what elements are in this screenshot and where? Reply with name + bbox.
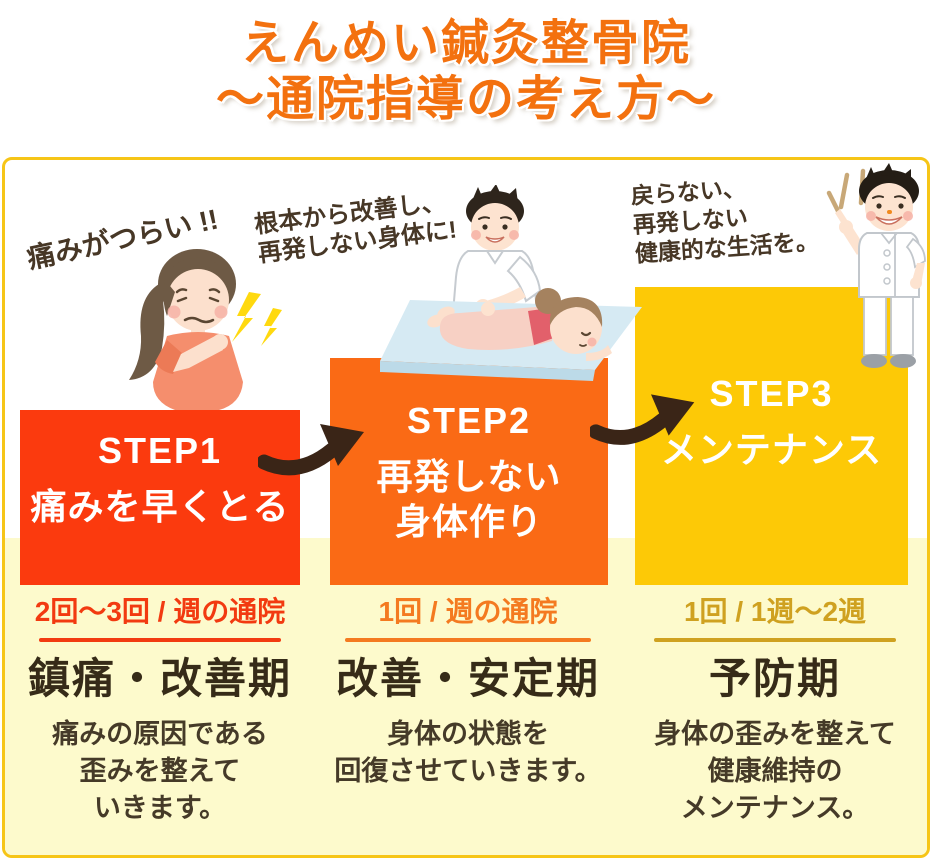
phase-heading-2: 改善・安定期 (335, 655, 600, 702)
callout-maintain: 戻らない、 再発しない 健康的な生活を。 (630, 174, 820, 267)
visit-frequency-1: 2回～3回 / 週の通院 (34, 596, 286, 627)
arrow-step2-to-step3-icon (590, 394, 695, 445)
steps-panel: STEP1 痛みを早くとる STEP2 再発しない 身体作り STEP3 メンテ… (2, 157, 930, 858)
arrow-step1-to-step2-icon (258, 424, 364, 476)
phase-heading-3: 予防期 (708, 655, 841, 702)
step3-title: メンテナンス (660, 429, 883, 470)
phase-column-1: 2回～3回 / 週の通院 鎮痛・改善期 痛みの原因である 歪みを整えて いきます… (15, 592, 305, 827)
page-title-line1: えんめい鍼灸整骨院 (240, 17, 691, 70)
phase-columns: 2回～3回 / 週の通院 鎮痛・改善期 痛みの原因である 歪みを整えて いきます… (5, 592, 927, 852)
step2-label: STEP2 (406, 400, 532, 441)
step2-title: 再発しない 身体作り (376, 456, 562, 543)
step2-block: STEP2 再発しない 身体作り (330, 358, 608, 585)
massage-treatment-illustration (380, 185, 642, 381)
step3-block: STEP3 メンテナンス (635, 287, 908, 585)
phase-column-3: 1回 / 1週～2週 予防期 身体の歪みを整えて 健康維持の メンテナンス。 (630, 592, 920, 827)
divider-rule-3 (654, 638, 896, 642)
visit-frequency-3: 1回 / 1週～2週 (683, 596, 867, 627)
step1-block: STEP1 痛みを早くとる (20, 410, 300, 585)
divider-rule-1 (39, 638, 281, 642)
page-title: えんめい鍼灸整骨院 ～通院指導の考え方～ (0, 16, 932, 127)
lower-cream-band (5, 538, 927, 855)
phase-heading-1: 鎮痛・改善期 (27, 655, 292, 702)
phase-description-1: 痛みの原因である 歪みを整えて いきます。 (52, 719, 268, 824)
phase-description-3: 身体の歪みを整えて 健康維持の メンテナンス。 (654, 719, 896, 824)
step1-label: STEP1 (97, 430, 223, 471)
phase-description-2: 身体の状態を 回復させていきます。 (334, 719, 602, 787)
woman-in-pain-illustration (129, 249, 282, 410)
visit-frequency-2: 1回 / 週の通院 (378, 596, 558, 627)
step1-title: 痛みを早くとる (30, 486, 290, 527)
phase-column-2: 1回 / 週の通院 改善・安定期 身体の状態を 回復させていきます。 (323, 592, 613, 790)
page-title-line2: ～通院指導の考え方～ (215, 72, 716, 126)
practitioner-pointing-illustration (826, 163, 926, 368)
step3-label: STEP3 (709, 373, 834, 414)
divider-rule-2 (345, 638, 591, 642)
